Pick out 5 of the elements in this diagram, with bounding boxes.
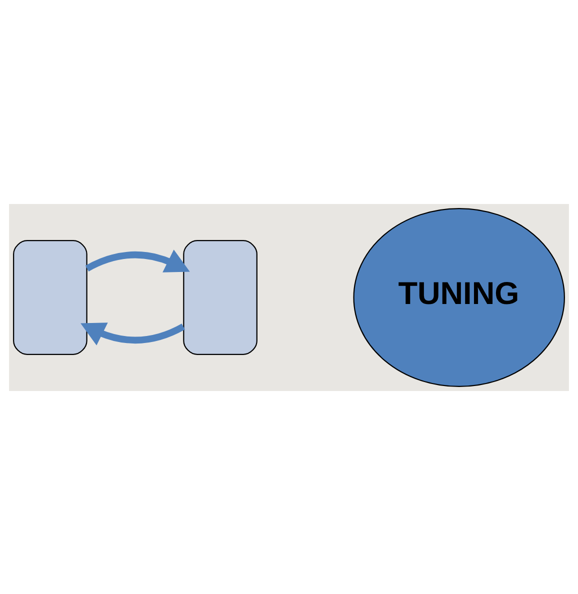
node-ellipse: TUNING [353, 207, 565, 387]
node-box [13, 240, 88, 354]
node-box [183, 240, 258, 354]
arrow [80, 322, 185, 345]
arrow [85, 249, 190, 272]
